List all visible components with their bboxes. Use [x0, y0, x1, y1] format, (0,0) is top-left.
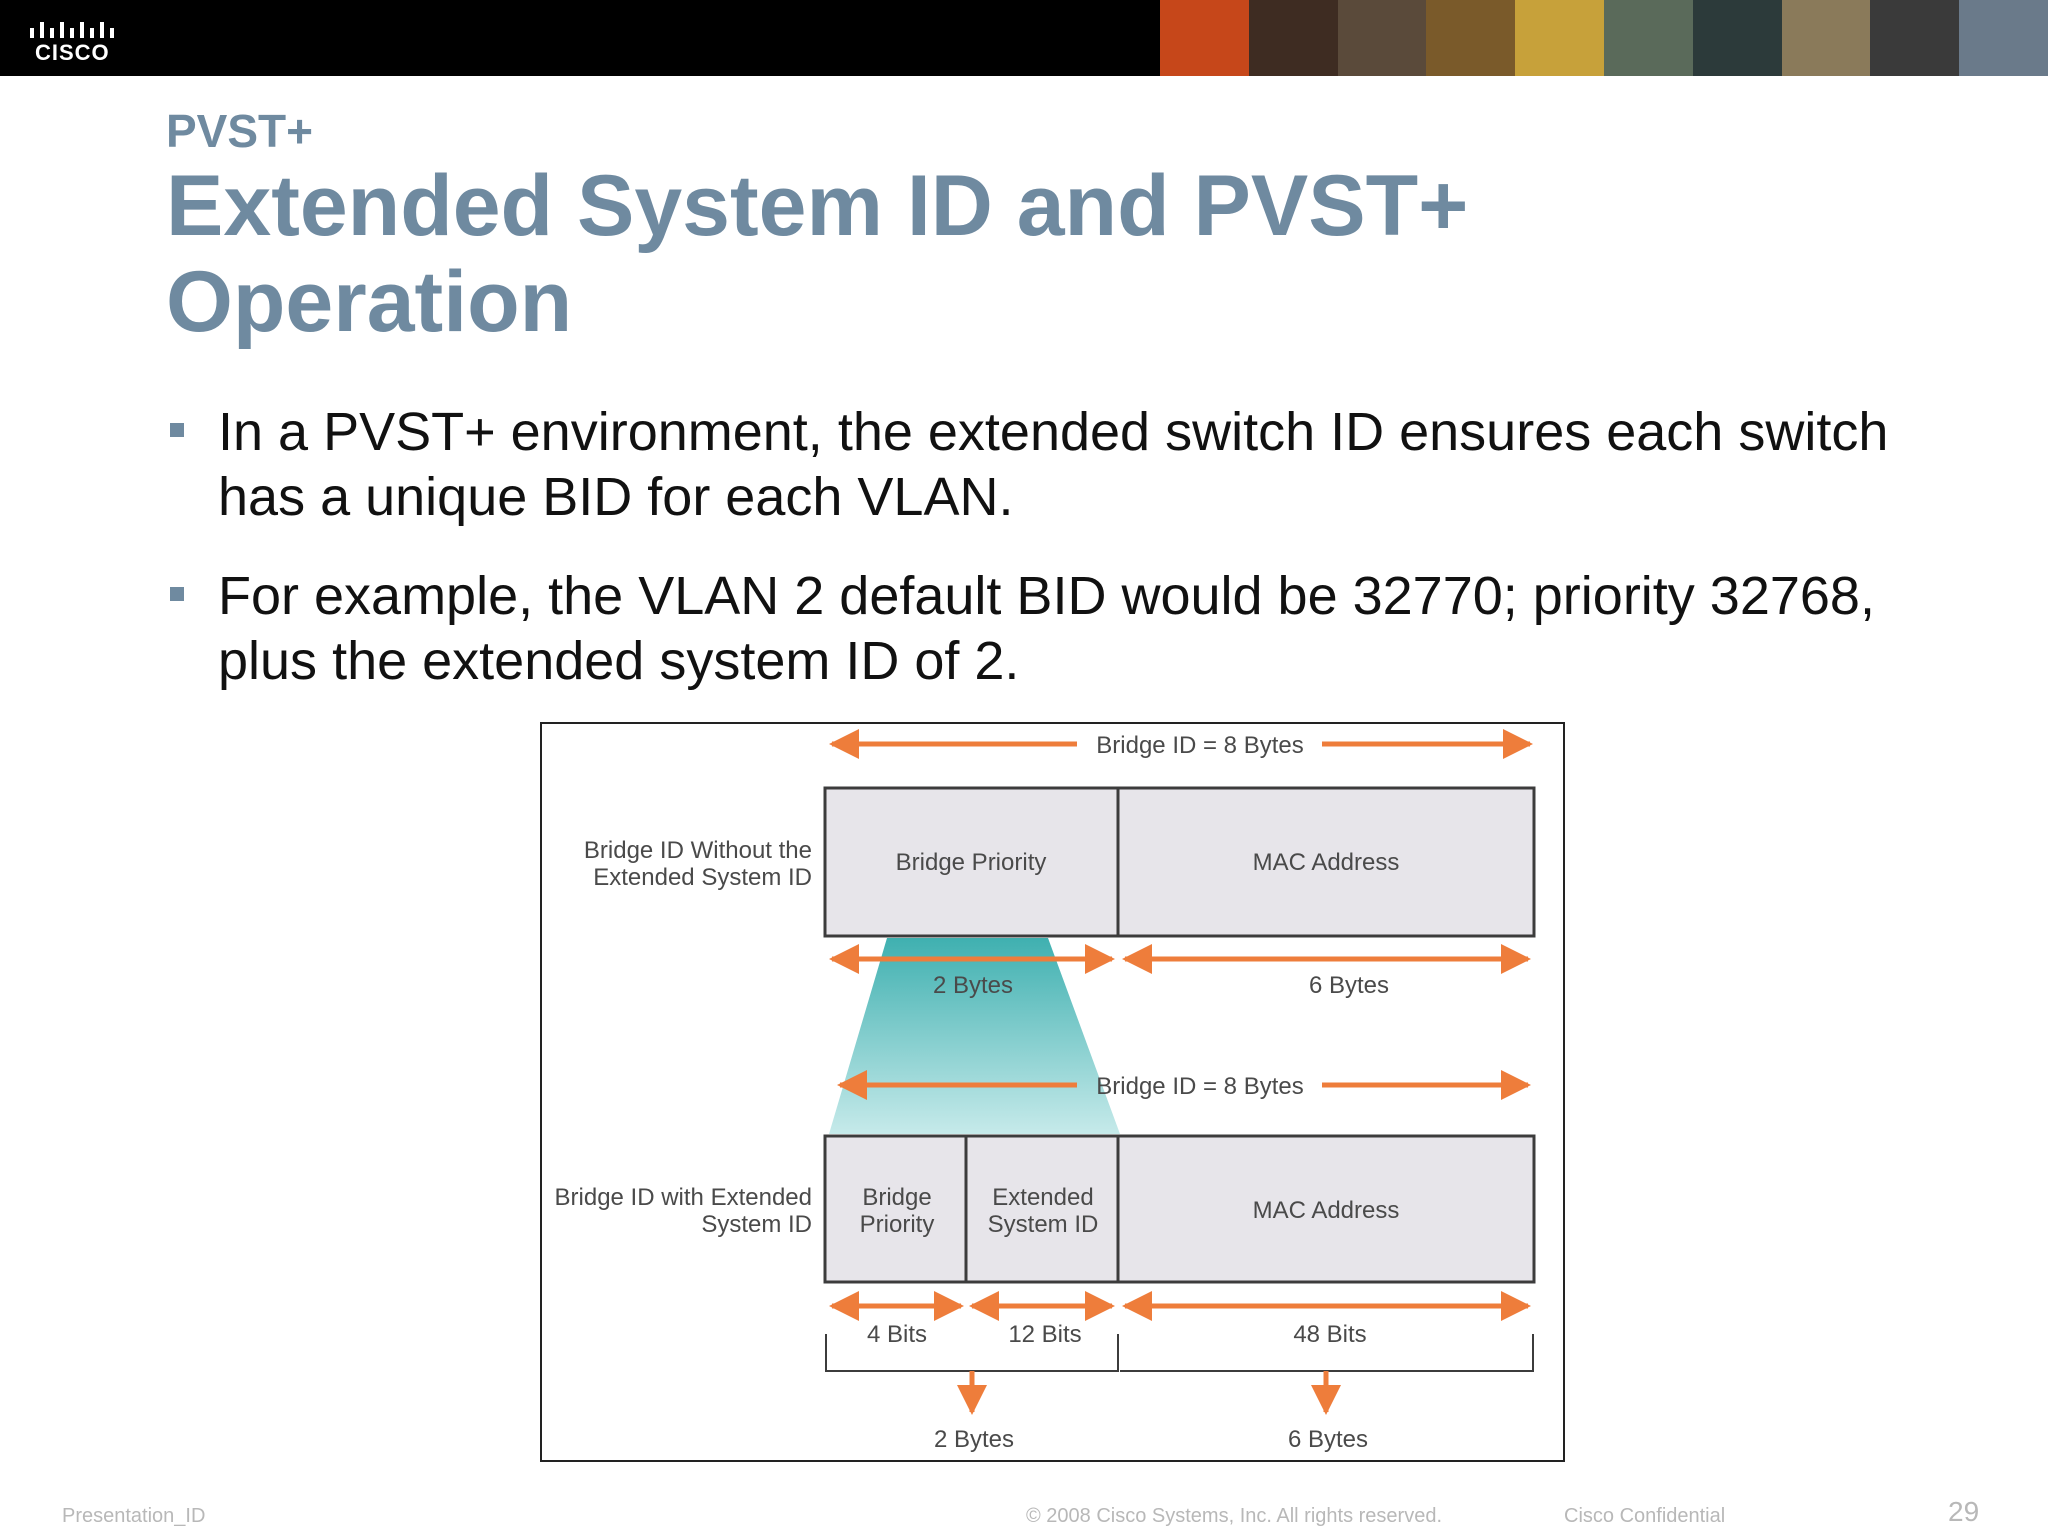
- photo-tile: [1426, 0, 1516, 76]
- page-title: Extended System ID and PVST+ Operation: [166, 158, 1469, 350]
- bytes2-bracket: [1120, 1334, 1534, 1372]
- top-total-label: Bridge ID = 8 Bytes: [1096, 732, 1303, 759]
- bits1-label: 4 Bits: [867, 1321, 927, 1348]
- bullet-list: In a PVST+ environment, the extended swi…: [166, 400, 1906, 728]
- photo-tile: [1692, 0, 1782, 76]
- bullet-item: In a PVST+ environment, the extended swi…: [166, 400, 1906, 530]
- footer-confidential: Cisco Confidential: [1564, 1505, 1726, 1527]
- bytes2-label: 6 Bytes: [1288, 1426, 1368, 1453]
- bottom-row-label-line1: Bridge ID with Extended: [555, 1184, 812, 1211]
- section-label: PVST+: [166, 105, 314, 157]
- bullet-text: In a PVST+ environment, the extended swi…: [218, 402, 1889, 527]
- bits2-label: 12 Bits: [1008, 1321, 1081, 1348]
- header-photo-strip: [1160, 0, 2048, 76]
- bottom-system-id-label: System ID: [988, 1211, 1099, 1238]
- bottom-bridge-priority-box: [823, 1134, 968, 1284]
- photo-tile: [1337, 0, 1427, 76]
- top-bridge-priority-label: Bridge Priority: [896, 849, 1047, 876]
- bottom-priority-label: Priority: [860, 1211, 935, 1238]
- bottom-total-label: Bridge ID = 8 Bytes: [1096, 1073, 1303, 1100]
- footer-presentation-id: Presentation_ID: [62, 1505, 206, 1527]
- cisco-bridge-logo-icon: [30, 22, 114, 38]
- photo-tile: [1870, 0, 1960, 76]
- top-bridge-priority-box: [823, 786, 1120, 938]
- bottom-mac-address-box: [1116, 1134, 1536, 1284]
- cisco-logo-text: CISCO: [35, 40, 110, 65]
- top-mac-address-box: [1116, 786, 1536, 938]
- bullet-square-icon: [170, 587, 184, 601]
- bridge-id-diagram: Bridge ID = 8 Bytes Bridge ID Without th…: [540, 722, 1565, 1462]
- bullet-item: For example, the VLAN 2 default BID woul…: [166, 564, 1906, 694]
- bullet-text: For example, the VLAN 2 default BID woul…: [218, 566, 1875, 691]
- photo-tile: [1781, 0, 1871, 76]
- bytes1-label: 2 Bytes: [934, 1426, 1014, 1453]
- header-bar: CISCO: [0, 0, 2048, 76]
- bottom-extended-system-id-box: [964, 1134, 1120, 1284]
- bottom-mac-address-label: MAC Address: [1253, 1197, 1400, 1224]
- photo-tile: [1160, 0, 1249, 76]
- bottom-bridge-label: Bridge: [862, 1184, 931, 1211]
- top-row-label-line2: Extended System ID: [593, 864, 812, 891]
- footer-copyright: © 2008 Cisco Systems, Inc. All rights re…: [1026, 1505, 1443, 1527]
- top-size1-label: 2 Bytes: [933, 972, 1013, 999]
- bottom-extended-label: Extended: [992, 1184, 1093, 1211]
- page-number: 29: [1948, 1496, 1980, 1527]
- bits3-label: 48 Bits: [1293, 1321, 1366, 1348]
- top-row-label-line1: Bridge ID Without the: [584, 837, 812, 864]
- photo-tile: [1603, 0, 1693, 76]
- photo-tile: [1959, 0, 2048, 76]
- bullet-square-icon: [170, 423, 184, 437]
- top-size2-label: 6 Bytes: [1309, 972, 1389, 999]
- bottom-row-label-line2: System ID: [701, 1211, 812, 1238]
- photo-tile: [1248, 0, 1338, 76]
- photo-tile: [1515, 0, 1604, 76]
- top-mac-address-label: MAC Address: [1253, 849, 1400, 876]
